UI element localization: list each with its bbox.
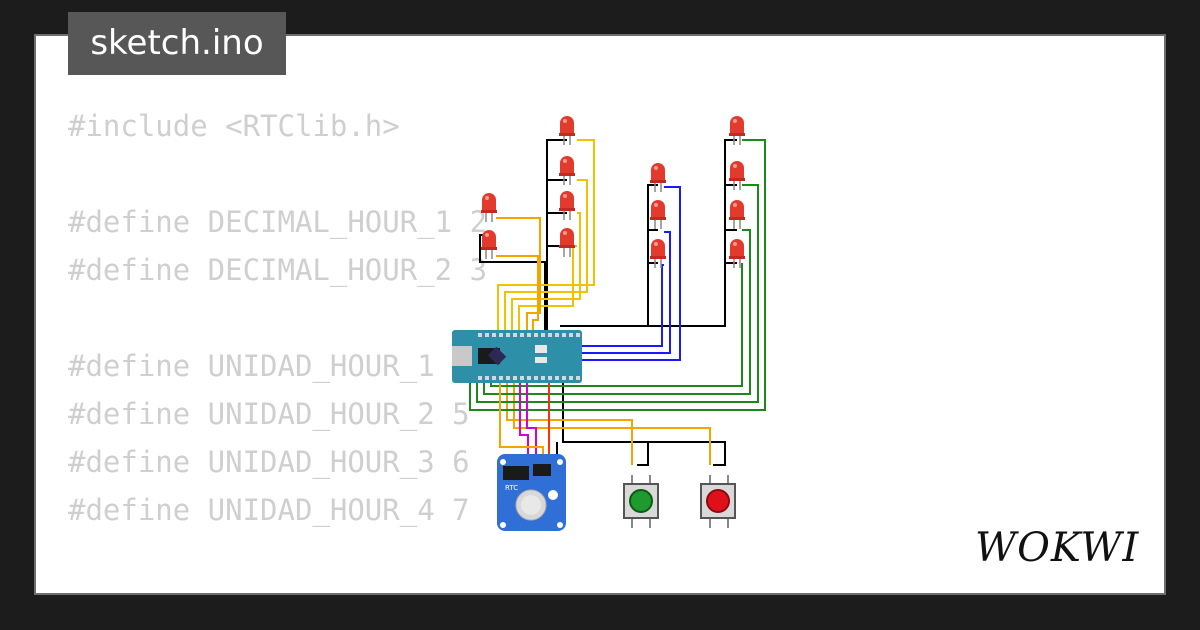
pin[interactable] [492, 333, 496, 337]
pin[interactable] [562, 333, 566, 337]
led-indicator [535, 357, 547, 363]
pushbutton-red[interactable] [700, 475, 736, 528]
code-line: #define UNIDAD_HOUR_2 5 [68, 397, 470, 431]
wire [496, 217, 541, 335]
rtc-chip [503, 466, 529, 480]
code-line: #define UNIDAD_HOUR_4 7 [68, 493, 470, 527]
wire [513, 382, 711, 465]
pin[interactable] [555, 376, 559, 380]
adafruit-logo-icon [548, 490, 558, 500]
code-line: #include <RTClib.h> [68, 109, 400, 143]
pin[interactable] [541, 333, 545, 337]
file-tab[interactable]: sketch.ino [68, 12, 286, 75]
code-line: #define DECIMAL_MIN_1 8 [68, 582, 487, 593]
pin[interactable] [562, 376, 566, 380]
wire [648, 139, 737, 327]
wire [637, 442, 649, 466]
pin[interactable] [520, 376, 524, 380]
pin[interactable] [527, 333, 531, 337]
pin[interactable] [548, 333, 552, 337]
wire [560, 184, 658, 327]
wire-rtc-vcc [499, 382, 544, 458]
pin[interactable] [569, 333, 573, 337]
led[interactable] [481, 193, 497, 222]
preview-card: #include <RTClib.h> #define DECIMAL_HOUR_… [34, 34, 1166, 595]
wire [511, 212, 581, 335]
led[interactable] [559, 228, 575, 257]
wire-black [479, 139, 737, 466]
code-line: #define UNIDAD_HOUR_1 4 [68, 349, 470, 383]
led[interactable] [481, 230, 497, 259]
led[interactable] [729, 116, 745, 145]
pin[interactable] [485, 333, 489, 337]
mount-hole [500, 522, 506, 528]
pin[interactable] [492, 376, 496, 380]
reset-button [535, 345, 547, 353]
pin[interactable] [576, 376, 580, 380]
arduino-nano-board[interactable] [452, 330, 582, 383]
pin[interactable] [534, 333, 538, 337]
led[interactable] [650, 163, 666, 192]
pushbutton-green[interactable] [623, 475, 659, 528]
led[interactable] [729, 200, 745, 229]
code-line: #define DECIMAL_HOUR_2 3 [68, 253, 488, 287]
led[interactable] [729, 239, 745, 268]
wire [483, 229, 751, 395]
code-line: #define UNIDAD_HOUR_3 6 [68, 445, 470, 479]
wire [562, 382, 726, 466]
code-preview: #include <RTClib.h> #define DECIMAL_HOUR_… [68, 102, 488, 593]
wire [496, 255, 539, 335]
led[interactable] [650, 239, 666, 268]
pin[interactable] [576, 333, 580, 337]
mount-hole [557, 459, 563, 465]
led[interactable] [650, 200, 666, 229]
wire [504, 179, 588, 335]
microcontroller-chip [487, 346, 507, 366]
rtc-label: RTC [505, 484, 518, 492]
pin[interactable] [541, 376, 545, 380]
led[interactable] [559, 191, 575, 220]
rtc-module[interactable]: RTC [497, 454, 566, 531]
wokwi-logo: WOKWI [975, 525, 1140, 571]
pin[interactable] [534, 376, 538, 380]
pin[interactable] [506, 333, 510, 337]
pin[interactable] [506, 376, 510, 380]
led[interactable] [559, 116, 575, 145]
pin[interactable] [569, 376, 573, 380]
wire-scl [526, 382, 537, 458]
pin-header-bottom [478, 376, 580, 380]
led[interactable] [729, 161, 745, 190]
wires [469, 139, 766, 466]
mount-hole [500, 459, 506, 465]
pin[interactable] [520, 333, 524, 337]
pin[interactable] [513, 376, 517, 380]
pin[interactable] [499, 376, 503, 380]
wire [476, 184, 759, 403]
led[interactable] [559, 156, 575, 185]
pin[interactable] [478, 333, 482, 337]
mount-hole [557, 522, 563, 528]
wire-orange [496, 217, 711, 465]
wire [546, 139, 567, 330]
rtc-chip [533, 464, 551, 476]
usb-connector [452, 346, 472, 366]
pin[interactable] [499, 333, 503, 337]
led-group [481, 116, 745, 268]
battery [521, 495, 541, 515]
pin[interactable] [555, 333, 559, 337]
code-line: #define DECIMAL_HOUR_1 2 [68, 205, 488, 239]
wire [497, 139, 595, 335]
pin-header-top [478, 333, 580, 337]
pin[interactable] [513, 333, 517, 337]
pin[interactable] [548, 376, 552, 380]
pin[interactable] [527, 376, 531, 380]
pin[interactable] [485, 376, 489, 380]
pin[interactable] [478, 376, 482, 380]
wire [469, 139, 766, 411]
